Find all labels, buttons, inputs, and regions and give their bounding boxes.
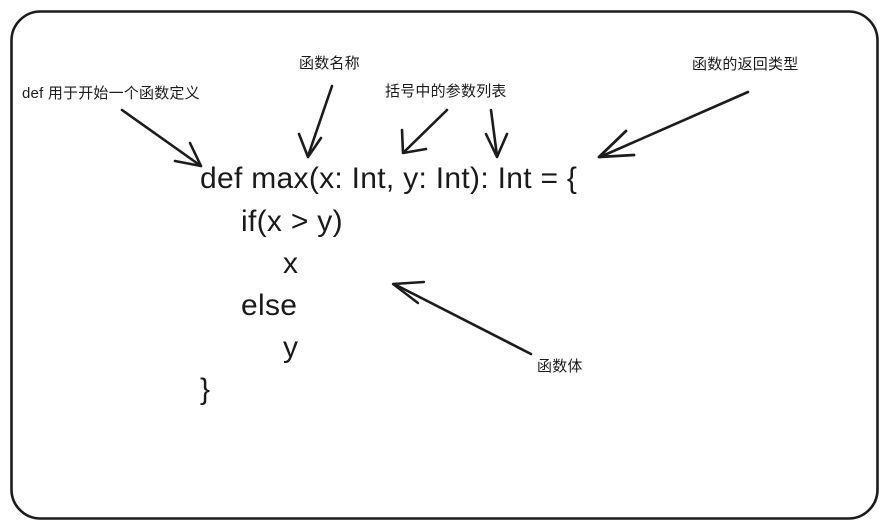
arrow-parameter-list-left	[400, 108, 449, 155]
code-line-else-y: y	[283, 331, 299, 364]
arrow-parameter-list-right	[484, 108, 509, 159]
annotation-label-def-keyword: def 用于开始一个函数定义	[22, 85, 200, 102]
code-line-closing-brace: }	[200, 373, 211, 406]
annotation-label-function-body: 函数体	[537, 358, 583, 375]
arrow-def-keyword	[120, 108, 203, 168]
code-line-else: else	[241, 289, 298, 322]
annotation-label-return-type: 函数的返回类型	[692, 56, 799, 73]
code-line-then-x: x	[283, 247, 299, 280]
arrow-function-name	[297, 84, 334, 159]
code-line-if: if(x > y)	[241, 205, 343, 238]
annotation-label-parameter-list: 括号中的参数列表	[385, 83, 507, 100]
annotation-label-function-name: 函数名称	[299, 55, 360, 72]
arrow-return-type	[597, 90, 750, 159]
arrow-function-body	[391, 280, 533, 356]
code-line-signature: def max(x: Int, y: Int): Int = {	[200, 162, 578, 195]
